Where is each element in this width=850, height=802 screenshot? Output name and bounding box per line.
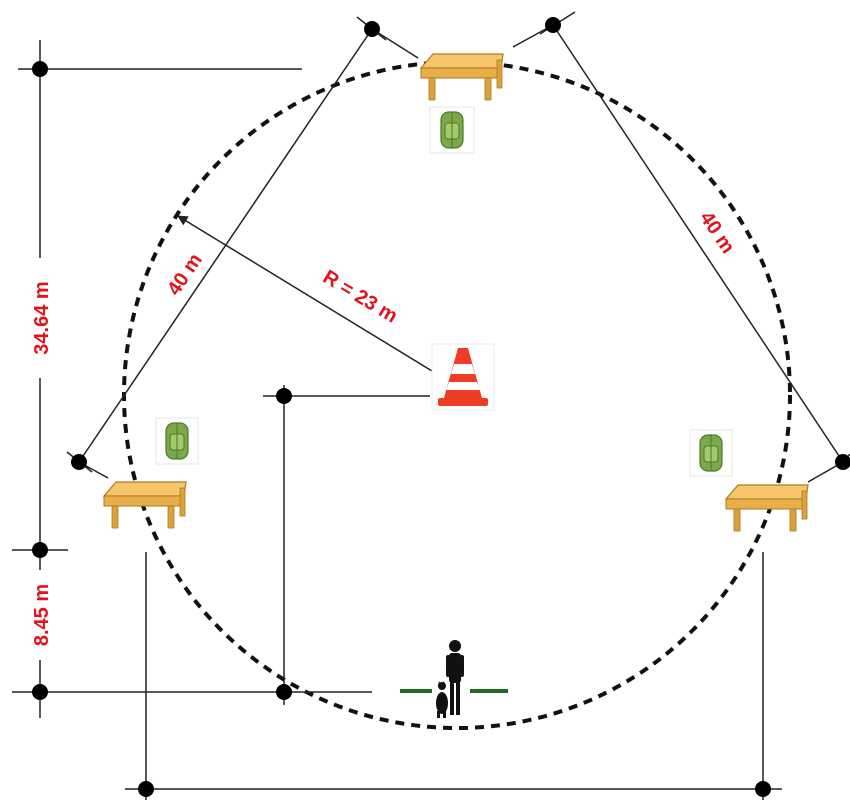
side-left-label: 40 m [163,250,207,300]
points [32,17,850,797]
table-icon [102,481,187,529]
backpack-icon [429,106,475,154]
radius-label: R = 23 m [319,266,401,328]
backpack-icon [689,429,733,477]
reference-point-upper [276,388,292,404]
traffic-cone-icon [431,343,495,411]
table-icon [419,53,504,101]
vertex-point-top-right [545,17,561,33]
vertex-point-right [835,454,850,470]
height-lower-label: 8.45 m [31,584,53,646]
table-icon [724,484,809,532]
reference-point-lower [276,684,292,700]
vertex-point-left [71,454,87,470]
dimension-point-bottom [32,684,48,700]
base-point-right [755,781,771,797]
side-right-line [552,24,844,463]
height-total-label: 34.64 m [31,281,53,354]
radius-arrow [177,215,451,383]
dimension-point-top [32,61,48,77]
vertical-dimension [12,40,372,718]
vertex-point-top-left [364,21,380,37]
backpack-icon [155,417,199,465]
handler-with-dog-icon [432,637,470,719]
dimension-point-middle [32,542,48,558]
reference-lines [125,385,782,800]
base-point-left [138,781,154,797]
